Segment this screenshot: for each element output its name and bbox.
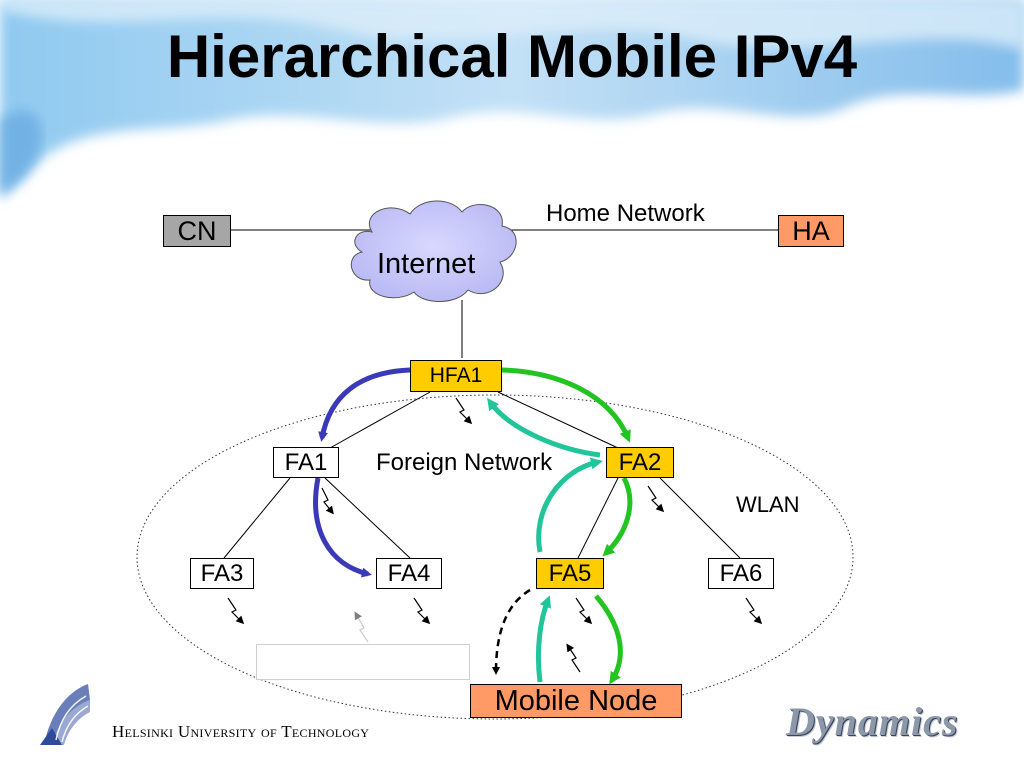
faded-signal: [354, 611, 369, 643]
dashed-arrow: [492, 588, 531, 675]
blank-placeholder-box: [256, 644, 470, 680]
fa2-node: FA2: [606, 447, 674, 478]
cn-node: CN: [163, 215, 231, 247]
hut-logo-icon: [40, 684, 90, 745]
footer-organization: Helsinki University of Technology: [112, 722, 370, 741]
internet-cloud-shape: [350, 200, 517, 302]
title-banner: [0, 0, 1024, 200]
foreign-network-label: Foreign Network: [376, 449, 553, 476]
ha-node: HA: [778, 215, 844, 247]
home-network-label: Home Network: [546, 200, 705, 227]
mobile-node: Mobile Node: [470, 684, 682, 718]
cloud-label: Internet: [377, 248, 476, 280]
fa3-node: FA3: [190, 558, 254, 589]
dynamics-logo: Dynamics: [786, 699, 959, 744]
blue-handoff-arrows: [313, 367, 411, 578]
fa6-node: FA6: [708, 558, 774, 589]
green-handoff-arrows: [501, 367, 633, 685]
fa5-node: FA5: [536, 558, 604, 589]
wireless-signals: [227, 397, 763, 673]
foreign-network-ellipse: [136, 394, 854, 720]
fa4-node: FA4: [376, 558, 442, 589]
network-links: [223, 229, 778, 559]
slide-title: Hierarchical Mobile IPv4: [166, 23, 858, 90]
hfa1-node: HFA1: [410, 360, 502, 392]
fa1-node: FA1: [273, 447, 339, 478]
teal-registration-arrows: [487, 397, 603, 683]
wlan-label: WLAN: [736, 492, 800, 517]
